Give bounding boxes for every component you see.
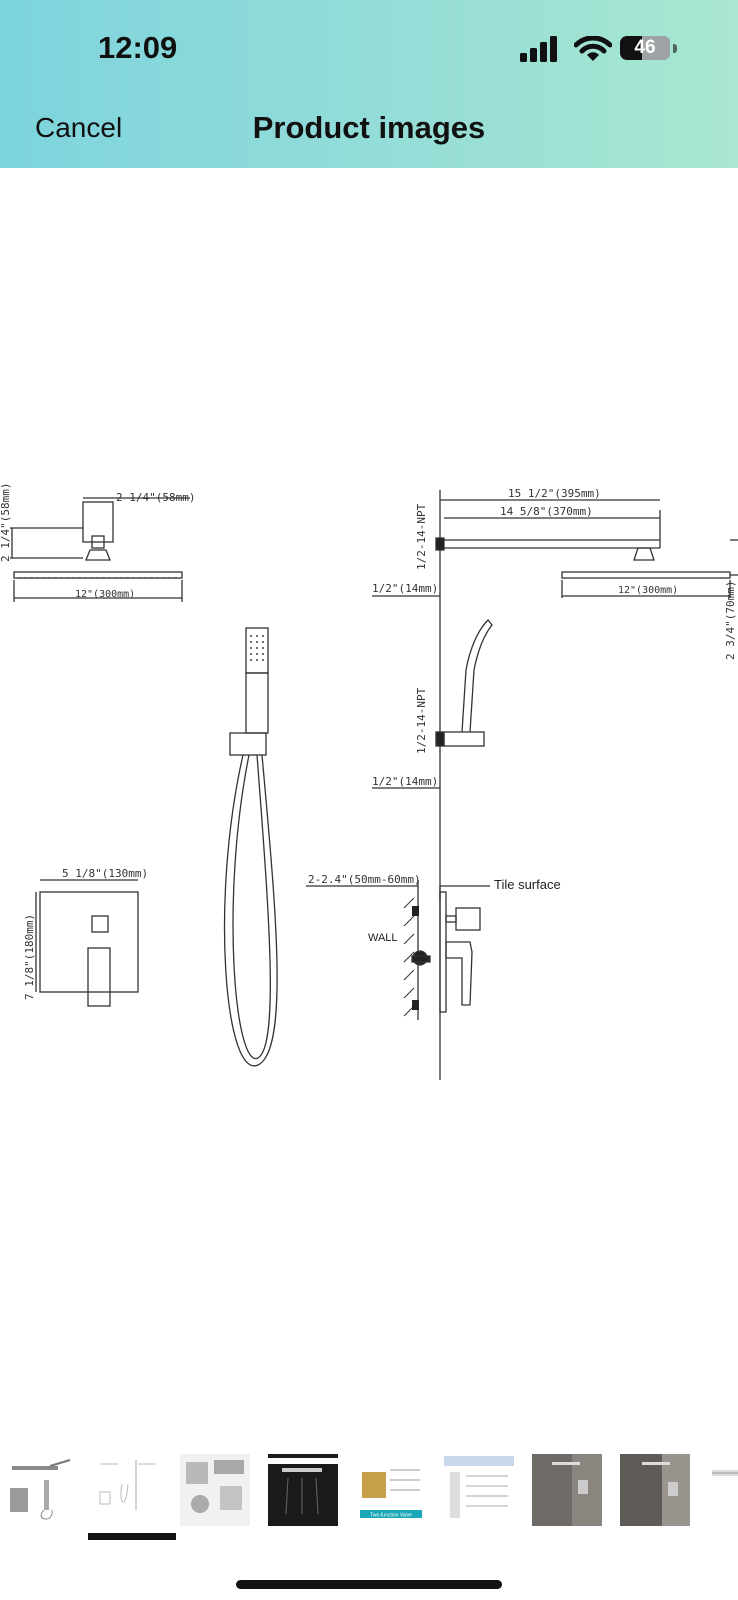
shower-set-thumb-icon — [10, 1459, 71, 1520]
label-tile-surface: Tile surface — [494, 877, 561, 892]
selected-thumbnail-indicator — [88, 1533, 176, 1540]
label-npt-top: 1/2-14-NPT — [415, 503, 428, 570]
page-title: Product images — [252, 110, 486, 145]
label-arm-total: 15 1/2"(395mm) — [508, 487, 601, 500]
product-image-technical-drawing[interactable]: 2 1/4"(58mm) 2 1/4"(58mm) 12"(300mm) 15 … — [0, 480, 738, 1120]
label-arm-inner: 14 5/8"(370mm) — [500, 505, 593, 518]
battery-level: 46 — [634, 37, 656, 58]
label-head-left-height: 2 1/4"(58mm) — [0, 483, 12, 562]
thumbnail-8[interactable] — [620, 1454, 690, 1526]
technical-drawing-svg: 2 1/4"(58mm) 2 1/4"(58mm) 12"(300mm) 15 … — [0, 483, 738, 1080]
battery-cap — [673, 44, 677, 53]
cancel-button[interactable]: Cancel — [35, 112, 123, 143]
thumbnail-4[interactable] — [268, 1454, 338, 1526]
thumbnail-3[interactable] — [180, 1454, 250, 1526]
product-list-thumb-icon — [444, 1456, 514, 1518]
valve-banner-text: Two-function Valve — [370, 1513, 412, 1519]
partial-thumb-icon — [712, 1470, 738, 1476]
label-wall-depth: 2-2.4"(50mm-60mm) — [308, 873, 421, 886]
bathroom-photo-2-thumb-icon — [620, 1454, 690, 1526]
valve-infographic-thumb-icon: Two-function Valve — [360, 1469, 422, 1519]
label-head-left-width: 2 1/4"(58mm) — [116, 491, 195, 504]
thumbnail-7[interactable] — [532, 1454, 602, 1526]
thumbnail-2[interactable] — [92, 1454, 162, 1526]
label-head-right-dia: 12"(300mm) — [618, 585, 678, 596]
thumbnail-5[interactable]: Two-function Valve — [356, 1454, 426, 1526]
technical-drawing-thumb-icon — [99, 1460, 156, 1510]
label-offset-mid: 1/2"(14mm) — [372, 775, 438, 788]
thumbnail-6[interactable] — [444, 1454, 514, 1526]
wifi-icon — [574, 36, 612, 61]
label-wall: WALL — [368, 932, 398, 944]
thumbnail-strip: Two-function Valve — [0, 1450, 738, 1540]
thumbnail-9[interactable] — [708, 1454, 738, 1526]
thumbnail-1[interactable] — [4, 1454, 74, 1526]
status-time: 12:09 — [98, 30, 178, 65]
status-icons: 46 — [520, 36, 680, 62]
rain-head-dark-thumb-icon — [268, 1454, 338, 1526]
label-npt-mid: 1/2-14-NPT — [415, 687, 428, 754]
battery-icon: 46 — [620, 36, 670, 60]
label-head-left-dia: 12"(300mm) — [75, 589, 135, 600]
cellular-signal-icon — [520, 36, 557, 62]
app-header: 12:09 46 Cancel Product images — [0, 0, 738, 168]
label-head-drop: 2 3/4"(70mm) — [724, 581, 737, 660]
bathroom-photo-thumb-icon — [532, 1454, 602, 1526]
home-indicator[interactable] — [236, 1580, 502, 1589]
parts-photo-thumb-icon — [180, 1454, 250, 1526]
label-plate-height: 7 1/8"(180mm) — [23, 914, 36, 1000]
label-offset-top: 1/2"(14mm) — [372, 582, 438, 595]
label-plate-width: 5 1/8"(130mm) — [62, 867, 148, 880]
